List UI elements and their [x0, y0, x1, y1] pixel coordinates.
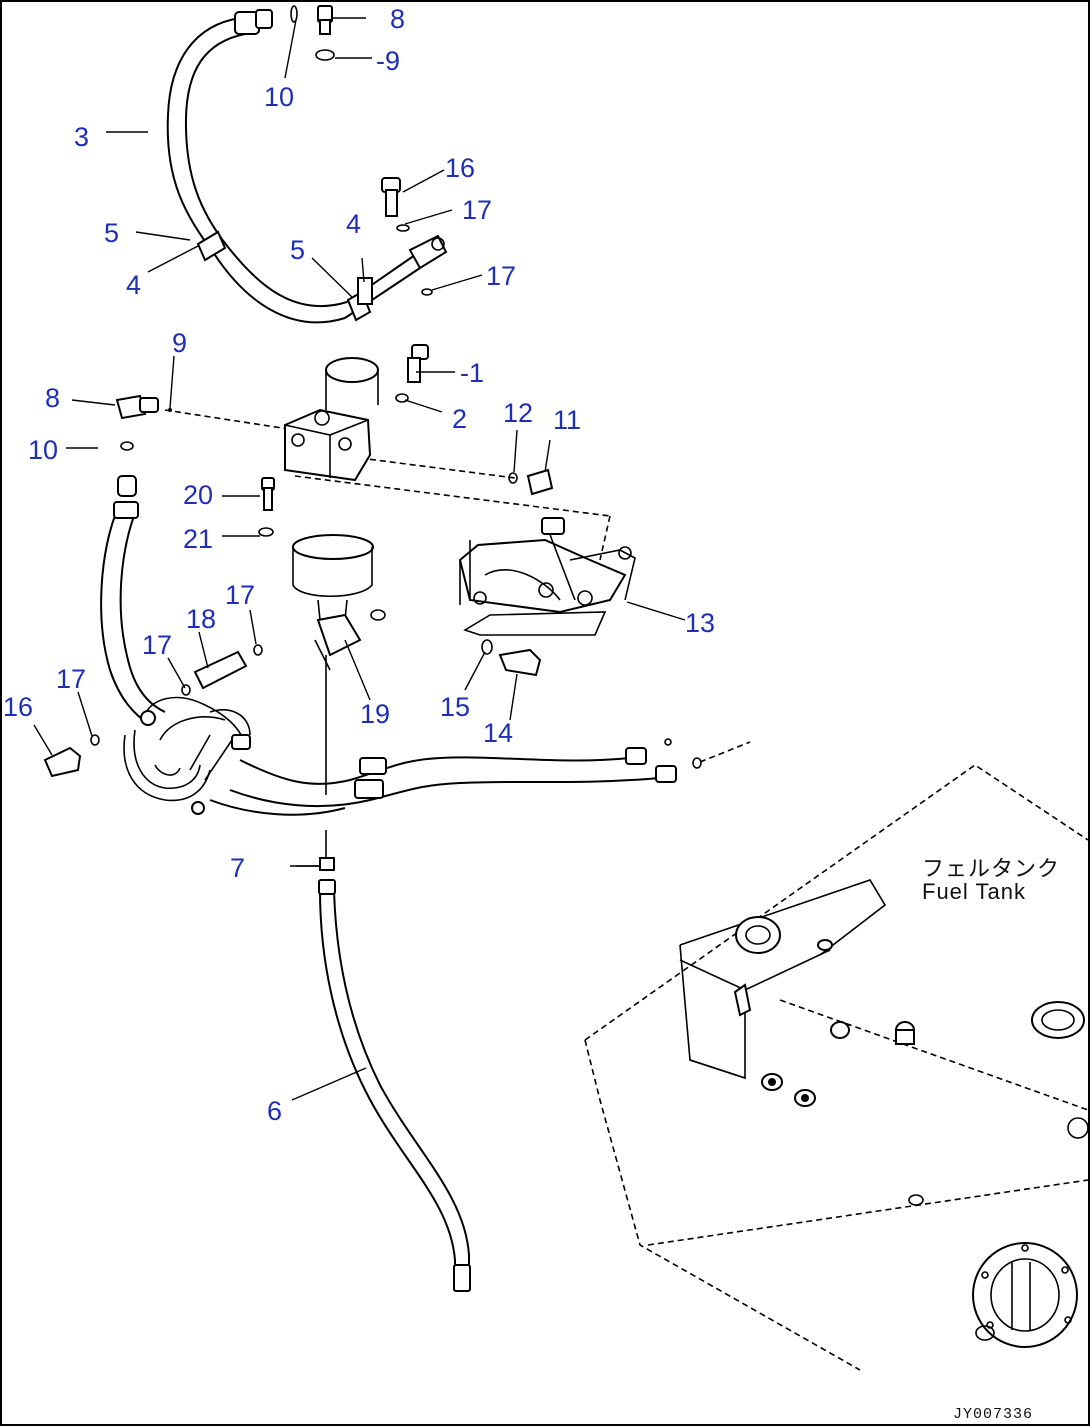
- callout-13: 13: [685, 608, 715, 638]
- callout-14: 14: [483, 718, 513, 748]
- bracket-13: [458, 517, 636, 677]
- callout-5: 5: [104, 218, 119, 248]
- callout-17: 17: [142, 630, 172, 660]
- callout-3: 3: [74, 122, 89, 152]
- callout-12: 12: [503, 398, 533, 428]
- leader-lines: [33, 17, 686, 1101]
- callout-21: 21: [183, 524, 213, 554]
- callout-8: 8: [390, 4, 405, 34]
- callout-17: 17: [225, 580, 255, 610]
- callout-15: 15: [440, 692, 470, 722]
- callout-4: 4: [126, 270, 141, 300]
- callout-numbers: 8 -9 10 3 16 17 5 4 5 4 17 9 -1 8 2 12 1…: [3, 4, 715, 1126]
- filter-head: [115, 344, 611, 561]
- callout-18: 18: [186, 604, 216, 634]
- callout-4: 4: [346, 209, 361, 239]
- lower-hose-assembly: [43, 475, 751, 816]
- callout-17: 17: [56, 664, 86, 694]
- fuel-tank: フェルタンク Fuel Tank: [584, 764, 1089, 1371]
- callout-10: 10: [264, 82, 294, 112]
- callout-17: 17: [486, 261, 516, 291]
- callout-2: 2: [452, 404, 467, 434]
- callout-11: 11: [553, 405, 581, 435]
- upper-hose-3: [166, 5, 448, 324]
- tank-label-jp: フェルタンク: [922, 856, 1060, 881]
- callout-5: 5: [290, 235, 305, 265]
- callout-7: 7: [230, 853, 245, 883]
- callout-17: 17: [462, 195, 492, 225]
- callout-9: 9: [172, 328, 187, 358]
- tank-label-en: Fuel Tank: [922, 879, 1026, 904]
- callout-16: 16: [445, 153, 475, 183]
- callout-9: -9: [376, 46, 400, 76]
- callout-1: -1: [460, 358, 484, 388]
- callout-10: 10: [28, 435, 58, 465]
- drain-hose-6: [296, 857, 471, 1292]
- filter-bowl-19: [292, 534, 386, 860]
- drawing-code: JY007336: [953, 1406, 1033, 1423]
- callout-16: 16: [3, 692, 33, 722]
- callout-19: 19: [360, 699, 390, 729]
- callout-8: 8: [45, 383, 60, 413]
- callout-6: 6: [267, 1096, 282, 1126]
- callout-20: 20: [183, 480, 213, 510]
